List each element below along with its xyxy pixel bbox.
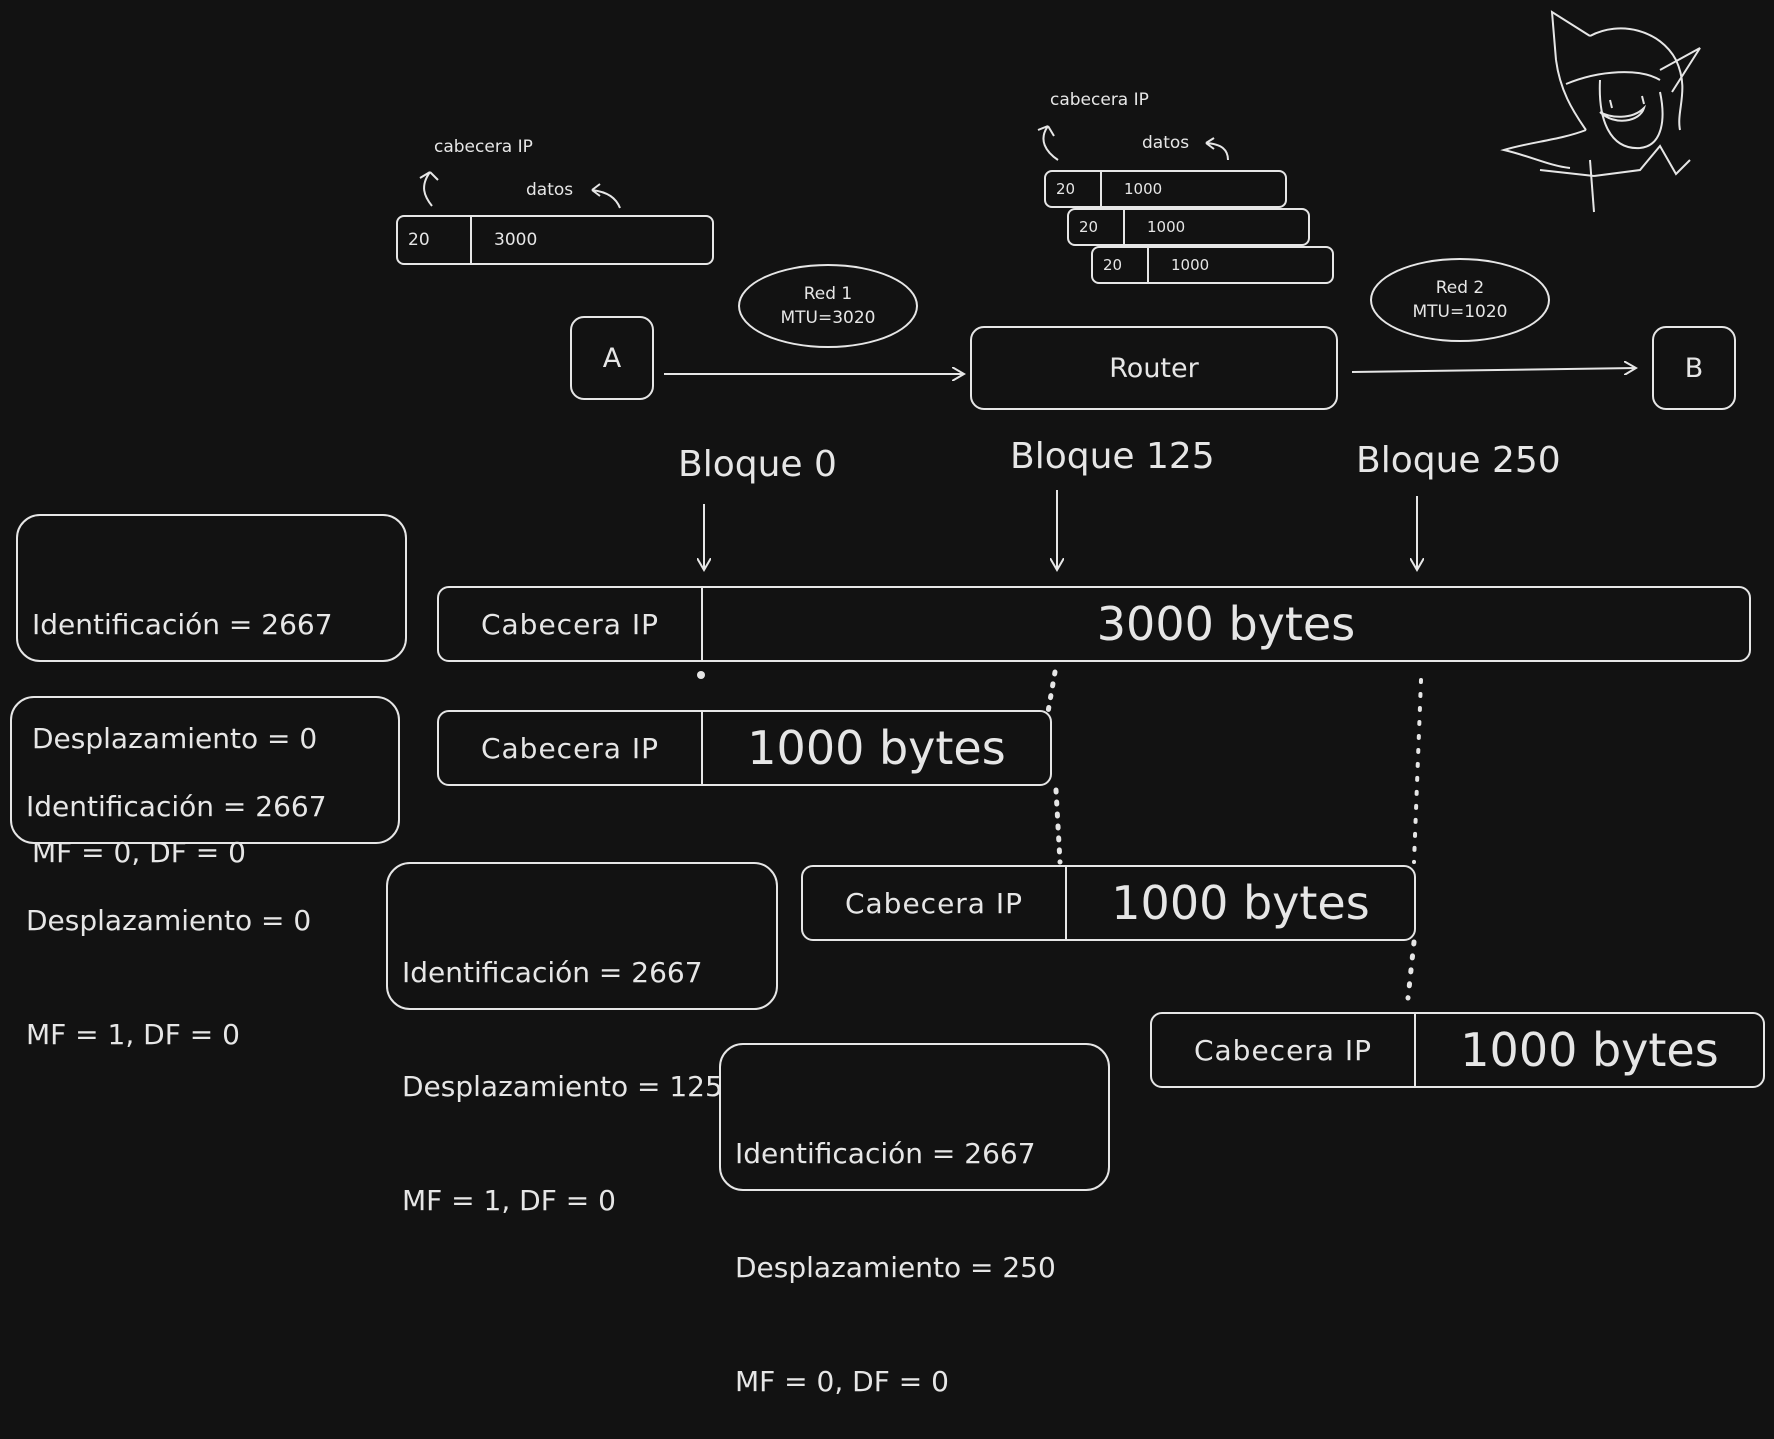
fragment-full-data: 3000 bytes — [1096, 597, 1356, 651]
info-box-original-offset: Desplazamiento = 0 — [32, 722, 318, 755]
annotation-arrow-data-left — [591, 183, 621, 209]
red1-ellipse: Red 1 MTU=3020 — [738, 264, 918, 348]
red1-name: Red 1 — [803, 284, 853, 304]
fragment-1-data: 1000 bytes — [747, 721, 1006, 775]
host-b: B — [1652, 326, 1736, 410]
info-box-fragment-1-offset: Desplazamiento = 0 — [26, 904, 312, 937]
info-box-fragment-3-offset: Desplazamiento = 250 — [735, 1251, 1056, 1284]
info-box-fragment-2-id: Identificación = 2667 — [402, 956, 703, 989]
annotation-arrow-header-right — [1037, 125, 1059, 161]
annotation-arrow-header-left — [419, 171, 439, 207]
red2-name: Red 2 — [1435, 278, 1485, 298]
fragment-packet-3: 20 1000 — [1091, 246, 1334, 284]
info-box-fragment-2-flags: MF = 1, DF = 0 — [402, 1184, 616, 1217]
arrow-router-to-b — [1351, 368, 1636, 372]
fragment-1-header: Cabecera IP — [439, 712, 703, 784]
red2-ellipse: Red 2 MTU=1020 — [1370, 258, 1550, 342]
fragment-3-data: 1000 bytes — [1460, 1023, 1719, 1077]
label-block-0: Bloque 0 — [678, 444, 837, 485]
connector-layer — [419, 10, 1701, 1001]
label-block-250: Bloque 250 — [1356, 440, 1561, 481]
original-data-annotation: datos — [526, 180, 574, 200]
dotted-line-block-125-a — [1045, 669, 1058, 715]
fragment-3: Cabecera IP 1000 bytes — [1150, 1012, 1765, 1088]
fragment-full: Cabecera IP 3000 bytes — [437, 586, 1751, 662]
fragment-2: Cabecera IP 1000 bytes — [801, 865, 1416, 941]
info-box-fragment-3-flags: MF = 0, DF = 0 — [735, 1365, 949, 1398]
fragment-packet-1-header: 20 — [1046, 172, 1102, 206]
fragment-packet-2-header: 20 — [1069, 210, 1125, 244]
fragment-packet-2: 20 1000 — [1067, 208, 1310, 246]
fragment-1: Cabecera IP 1000 bytes — [437, 710, 1052, 786]
original-packet-header: 20 — [398, 217, 472, 263]
info-box-fragment-1-flags: MF = 1, DF = 0 — [26, 1018, 240, 1051]
red1-mtu: MTU=3020 — [780, 308, 876, 328]
info-box-fragment-2: Identificación = 2667 Desplazamiento = 1… — [386, 862, 778, 1217]
annotation-arrow-data-right — [1205, 137, 1229, 161]
fragment-packet-3-data: 1000 — [1171, 256, 1210, 274]
host-a: A — [570, 316, 654, 400]
doodle-drawing — [1500, 10, 1701, 213]
dotted-line-block-250-a — [1412, 678, 1423, 864]
info-box-fragment-1-id: Identificación = 2667 — [26, 790, 327, 823]
fragment-3-header: Cabecera IP — [1152, 1014, 1416, 1086]
info-box-original-flags: MF = 0, DF = 0 — [32, 836, 246, 869]
info-box-original-id: Identificación = 2667 — [32, 608, 333, 641]
dotted-line-block-125-b — [1053, 787, 1063, 865]
original-packet: 20 3000 — [396, 215, 714, 265]
info-box-fragment-3: Identificación = 2667 Desplazamiento = 2… — [719, 1043, 1110, 1398]
fragment-2-header: Cabecera IP — [803, 867, 1067, 939]
original-header-annotation: cabecera IP — [434, 137, 533, 157]
router: Router — [970, 326, 1338, 410]
dot-block-0 — [697, 671, 705, 679]
fragment-2-data: 1000 bytes — [1111, 876, 1370, 930]
original-packet-data: 3000 — [494, 230, 538, 250]
fragment-full-header: Cabecera IP — [439, 588, 703, 660]
info-box-fragment-1: Identificación = 2667 Desplazamiento = 0… — [10, 696, 400, 1051]
info-box-fragment-2-offset: Desplazamiento = 125 — [402, 1070, 723, 1103]
info-box-fragment-3-id: Identificación = 2667 — [735, 1137, 1036, 1170]
info-box-original: Identificación = 2667 Desplazamiento = 0… — [16, 514, 407, 869]
dotted-line-block-250-b — [1405, 939, 1417, 1001]
fragments-data-annotation: datos — [1142, 133, 1190, 153]
fragment-packet-2-data: 1000 — [1147, 218, 1186, 236]
fragment-packet-1-data: 1000 — [1124, 180, 1163, 198]
fragment-packet-1: 20 1000 — [1044, 170, 1287, 208]
label-block-125: Bloque 125 — [1010, 436, 1215, 477]
fragment-packet-3-header: 20 — [1093, 248, 1149, 282]
red2-mtu: MTU=1020 — [1412, 302, 1508, 322]
fragments-header-annotation: cabecera IP — [1050, 90, 1149, 110]
